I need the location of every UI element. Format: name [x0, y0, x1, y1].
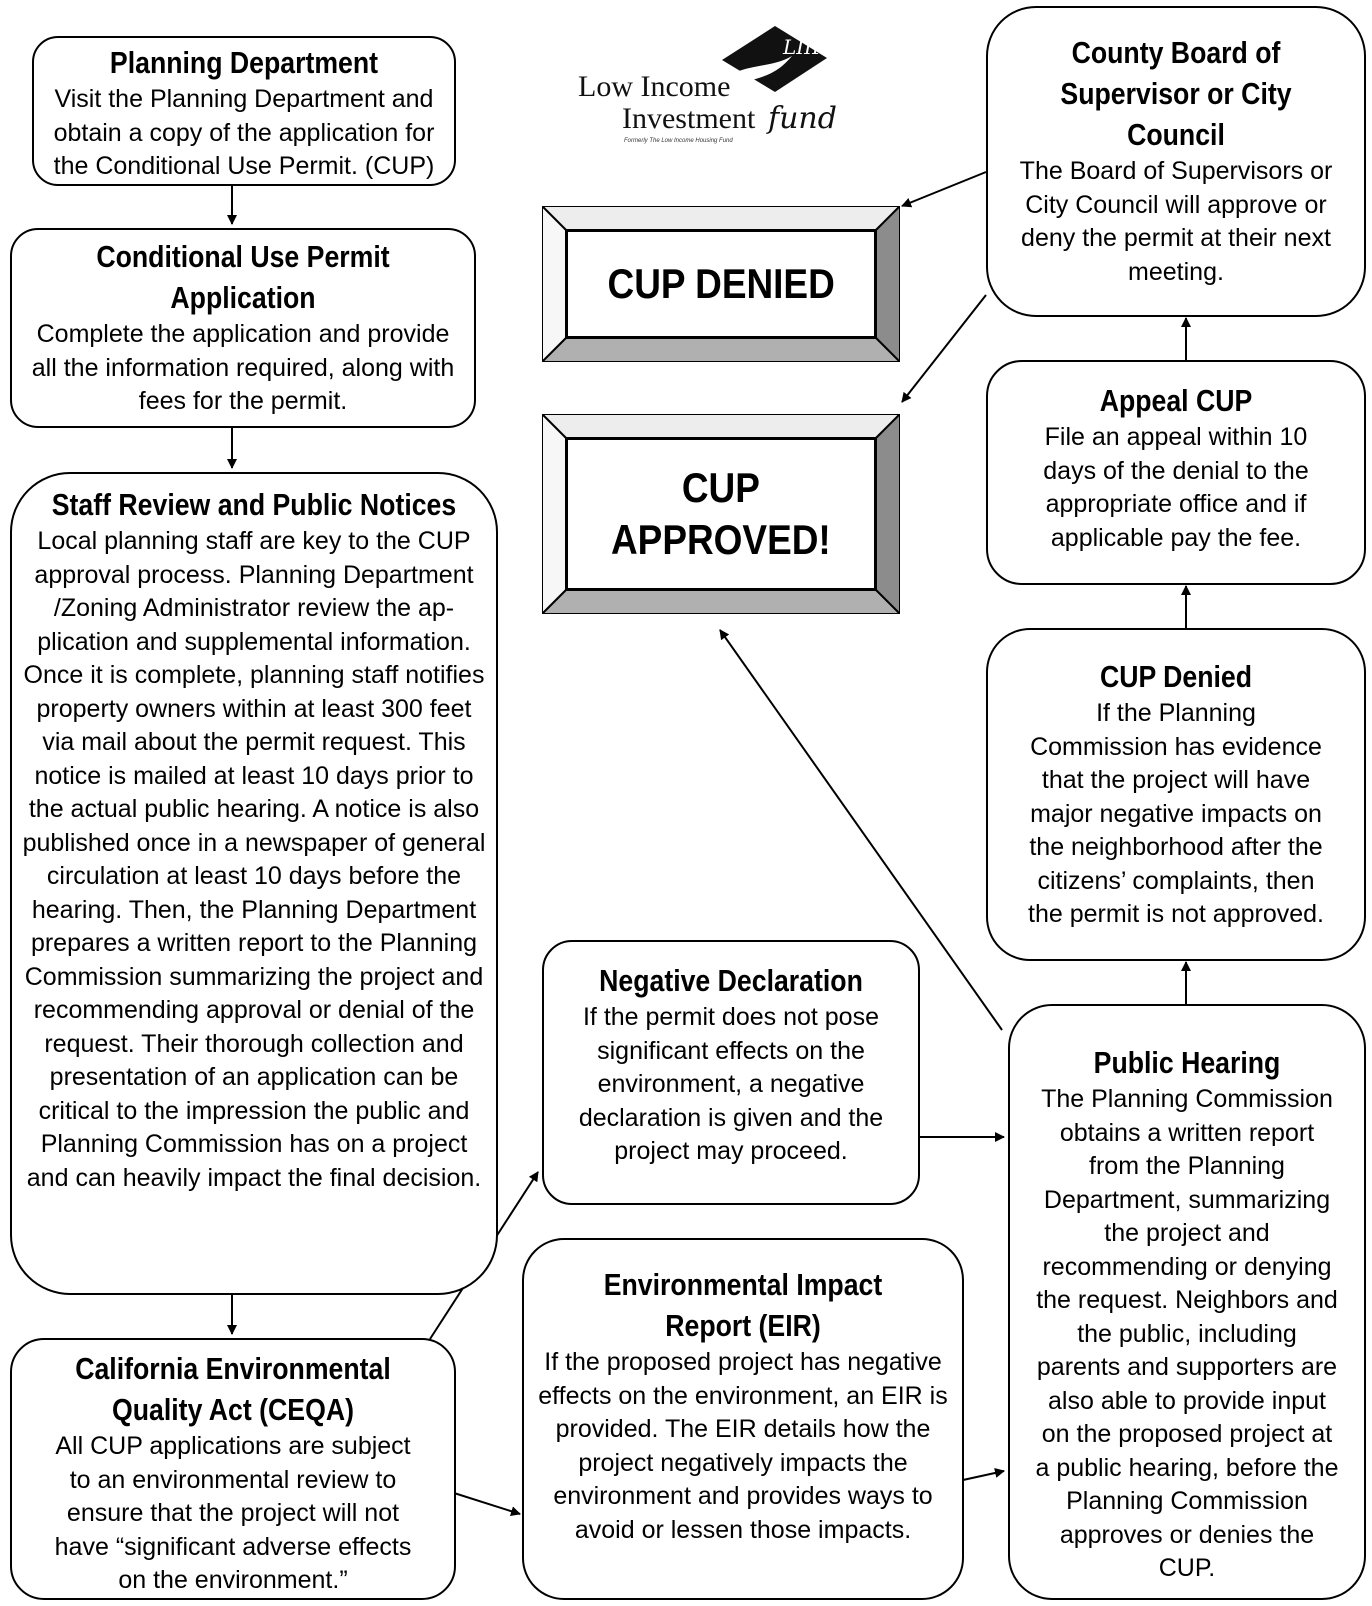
low-income-investment-fund-logo: LIIF Low Income Investment fund Formerly… [570, 18, 850, 146]
node-title: CUP Denied [1099, 659, 1253, 694]
arrow-county-board-to-approved [901, 294, 987, 403]
logo-tagline: Formerly The Low Income Housing Fund [624, 138, 733, 144]
logo-line-2-script: fund [766, 101, 837, 136]
arrow-eir-to-hearing [962, 1468, 1005, 1481]
node-ceqa: California Environmental Quality Act (CE… [10, 1338, 456, 1600]
node-body: File an appeal within 10 days of the den… [1043, 423, 1309, 552]
node-body: The Planning Commission obtains a writte… [1035, 1085, 1339, 1582]
outcome-face: CUP APPROVED! [566, 438, 876, 590]
arrow-ceqa-to-eir [453, 1492, 521, 1517]
node-appeal-cup: Appeal CUP File an appeal within 10 days… [986, 360, 1366, 585]
node-planning-department: Planning Department Visit the Planning D… [32, 36, 456, 186]
node-title: Negative Declaration [599, 963, 863, 998]
node-body: All CUP applications are subject to an e… [54, 1432, 412, 1594]
logo-mark-text: LIIF [782, 35, 827, 59]
node-cup-application: Conditional Use Permit Application Compl… [10, 228, 476, 428]
node-title: California Environmental Quality Act (CE… [75, 1351, 391, 1427]
node-county-board: County Board of Supervisor or City Counc… [986, 6, 1366, 317]
node-body: If the proposed project has negative eff… [538, 1348, 948, 1544]
node-title: Environmental Impact Report (EIR) [603, 1267, 883, 1343]
node-body: If the permit does not pose significant … [578, 1003, 884, 1165]
node-eir: Environmental Impact Report (EIR) If the… [522, 1238, 964, 1600]
liif-logo-mark-icon: LIIF Low Income Investment fund Formerly… [578, 26, 837, 144]
node-title: County Board of Supervisor or City Counc… [1060, 35, 1292, 152]
arrow-county-board-to-denied [901, 171, 987, 208]
node-negative-declaration: Negative Declaration If the permit does … [542, 940, 920, 1205]
node-title: Public Hearing [1093, 1045, 1281, 1080]
node-body: Complete the application and provide all… [31, 320, 455, 415]
outcome-face: CUP DENIED [566, 230, 876, 338]
node-body: Local planning staff are key to the CUP … [22, 527, 486, 1192]
node-body: If the Planning Commission has evidence … [1028, 699, 1324, 928]
outcome-cup-denied: CUP DENIED [542, 206, 900, 362]
outcome-label: CUP DENIED [607, 260, 835, 307]
arrow-hearing-to-approved [719, 629, 1003, 1031]
node-title: Staff Review and Public Notices [51, 487, 457, 522]
logo-line-2: Investment [622, 102, 756, 135]
node-title: Conditional Use Permit Application [96, 239, 390, 315]
node-title: Planning Department [109, 45, 379, 80]
node-cup-denied-step: CUP Denied If the Planning Commission ha… [986, 628, 1366, 961]
outcome-cup-approved: CUP APPROVED! [542, 414, 900, 614]
node-body: Visit the Planning Department and obtain… [53, 85, 435, 180]
logo-line-1: Low Income [578, 70, 730, 103]
outcome-label: CUP APPROVED! [611, 464, 831, 563]
node-public-hearing: Public Hearing The Planning Commission o… [1008, 1004, 1366, 1600]
node-staff-review: Staff Review and Public Notices Local pl… [10, 472, 498, 1295]
node-body: The Board of Supervisors or City Council… [1019, 157, 1333, 286]
node-title: Appeal CUP [1099, 383, 1253, 418]
